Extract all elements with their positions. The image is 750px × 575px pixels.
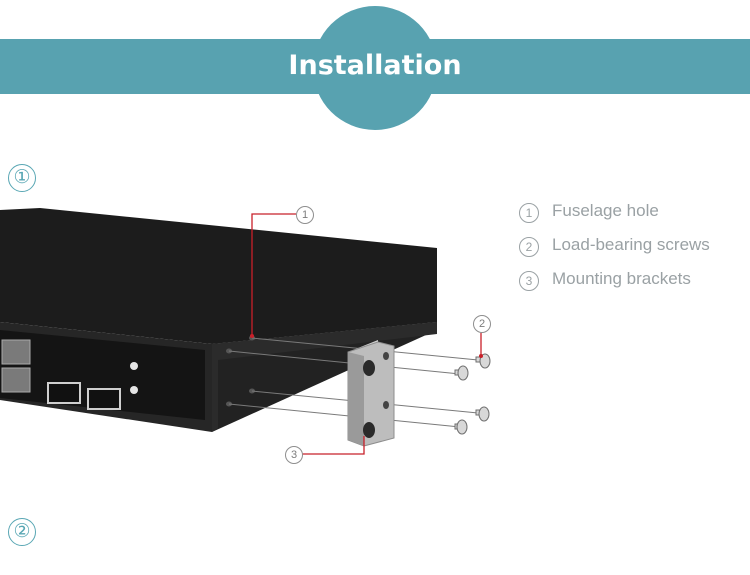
bracket-hole [363,360,375,376]
load-bearing-screw [454,419,468,435]
rj45-port [1,339,31,365]
legend-number: 2 [519,237,539,257]
status-led [130,362,138,370]
legend-label: Load-bearing screws [552,235,710,254]
step-number-1: ① [8,164,36,192]
load-bearing-screw [475,353,491,369]
bracket-hole [363,422,375,438]
leader-dot [250,334,254,338]
bracket-hole [383,401,389,409]
legend-label: Fuselage hole [552,201,659,220]
alignment-line [228,350,461,375]
alignment-line [228,403,461,428]
callout-bracket: 3 [285,446,303,464]
bracket-hole [383,352,389,360]
page-title: Installation [288,50,462,81]
step-number-2: ② [8,518,36,546]
load-bearing-screw [475,406,490,422]
sfp-port [87,388,121,410]
callout-screw: 2 [473,315,491,333]
switch-side-face [212,322,437,432]
leader-line-bracket [302,436,365,455]
legend-number: 1 [519,203,539,223]
sfp-port [47,382,81,404]
switch-top-panel [0,208,437,344]
rj45-port [1,367,31,393]
leader-line-hole [251,213,296,336]
legend-number: 3 [519,271,539,291]
status-led [130,386,138,394]
callout-hole: 1 [296,206,314,224]
load-bearing-screw [454,365,469,381]
header-circle-badge [313,6,437,130]
leader-dot [479,354,483,358]
legend-label: Mounting brackets [552,269,691,288]
mounting-bracket-face [348,352,364,446]
